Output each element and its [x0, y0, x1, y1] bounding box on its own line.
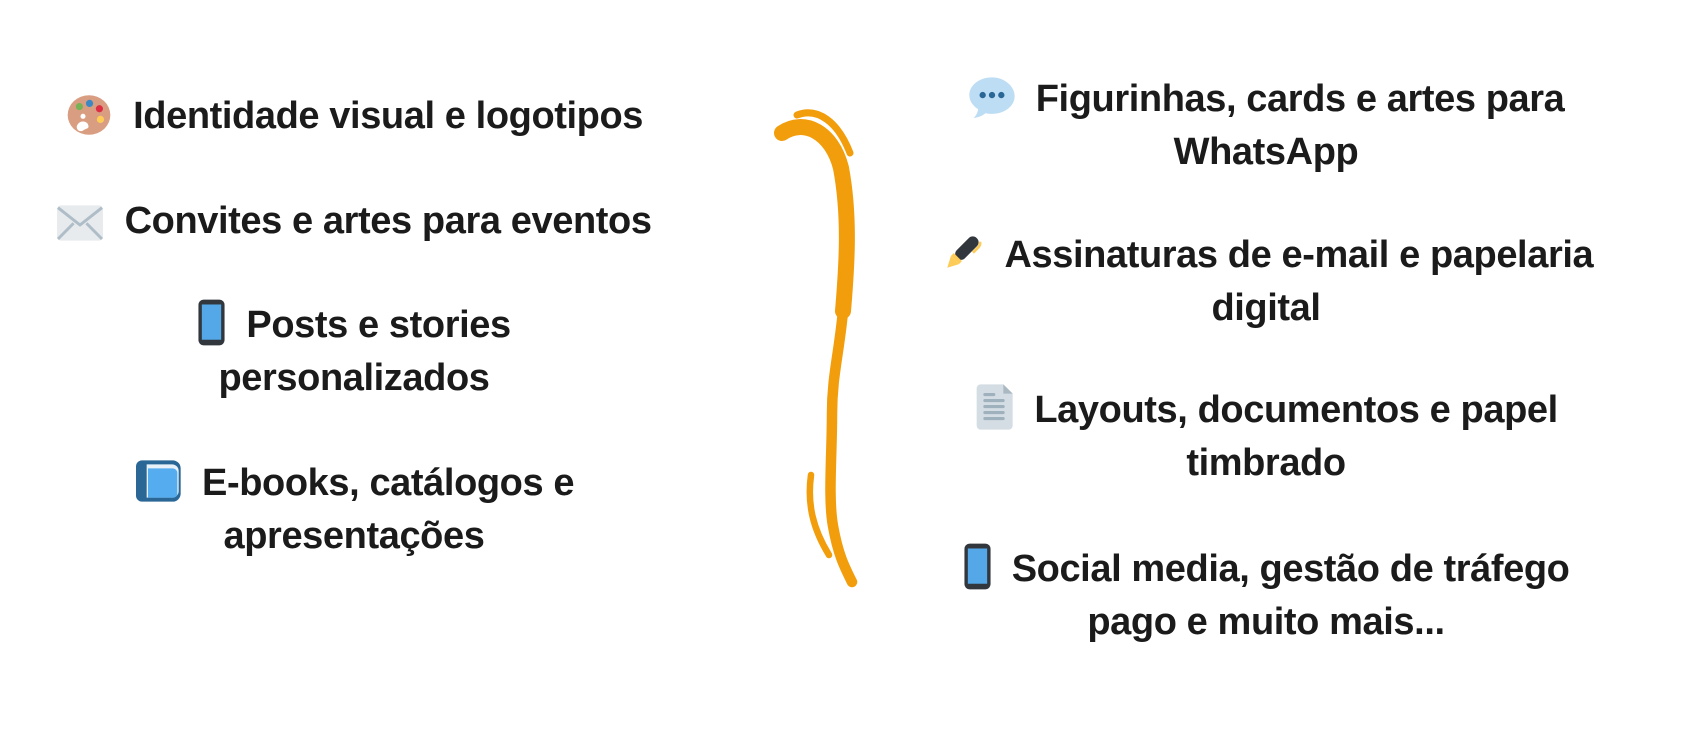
service-item-identidade-visual: Identidade visual e logotipos: [8, 90, 700, 143]
service-item-posts-stories: Posts e stories personalizados: [119, 299, 589, 405]
service-label: E-books, catálogos e apresentações: [202, 462, 575, 557]
service-item-ebooks: E-books, catálogos e apresentações: [64, 457, 644, 563]
envelope-icon: [56, 204, 104, 242]
services-column-right: Figurinhas, cards e artes para WhatsApp …: [912, 0, 1620, 748]
services-column-left: Identidade visual e logotipos Convites e…: [8, 0, 700, 748]
service-item-social-media: Social media, gestão de tráfego pago e m…: [921, 543, 1611, 649]
service-label: Social media, gestão de tráfego pago e m…: [1011, 548, 1570, 643]
service-item-figurinhas: Figurinhas, cards e artes para WhatsApp: [921, 73, 1611, 179]
service-item-layouts: Layouts, documentos e papel timbrado: [941, 383, 1591, 490]
pen-icon: [939, 229, 986, 276]
smartphone-icon: [963, 543, 992, 590]
palette-icon: [65, 93, 113, 137]
service-label: Layouts, documentos e papel timbrado: [1034, 389, 1558, 484]
hand-drawn-divider-stroke: [774, 109, 858, 588]
service-label: Posts e stories personalizados: [218, 304, 511, 399]
blue-book-icon: [134, 458, 182, 504]
service-label: Identidade visual e logotipos: [133, 95, 644, 137]
service-item-assinaturas: Assinaturas de e-mail e papelaria digita…: [912, 229, 1620, 335]
speech-balloon-icon: [968, 76, 1016, 120]
service-label: Figurinhas, cards e artes para WhatsApp: [1035, 78, 1565, 173]
service-label: Convites e artes para eventos: [124, 200, 652, 242]
document-icon: [974, 383, 1014, 431]
service-item-convites: Convites e artes para eventos: [8, 195, 700, 248]
service-label: Assinaturas de e-mail e papelaria digita…: [1004, 234, 1594, 329]
smartphone-icon: [197, 299, 226, 346]
